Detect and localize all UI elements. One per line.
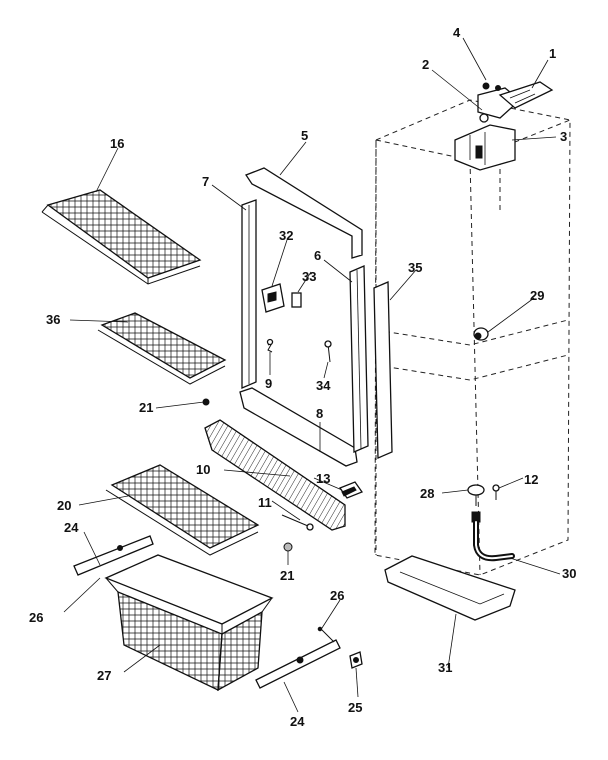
frame-part-7 (241, 199, 257, 389)
callout-10: 10 (196, 462, 210, 477)
part-13 (338, 481, 364, 499)
callout-6: 6 (314, 248, 321, 263)
callout-13: 13 (316, 471, 330, 486)
basket-27 (104, 554, 274, 692)
callout-29: 29 (530, 288, 544, 303)
callout-34: 34 (316, 378, 331, 393)
callout-16: 16 (110, 136, 124, 151)
callout-36: 36 (46, 312, 60, 327)
rail-part-24-left (73, 535, 154, 576)
thermostat-assembly (454, 81, 554, 171)
callout-21-upper: 21 (139, 400, 153, 415)
part-21-lower (283, 542, 293, 552)
callout-25: 25 (348, 700, 362, 715)
frame-part-35 (373, 281, 393, 459)
callout-32: 32 (279, 228, 293, 243)
callout-26-left: 26 (29, 610, 43, 625)
callout-35: 35 (408, 260, 422, 275)
shelf-36 (97, 312, 227, 385)
part-32 (261, 283, 285, 313)
part-28 (467, 484, 485, 523)
shelf-16 (41, 189, 202, 285)
callout-24-lower: 24 (290, 714, 305, 729)
callout-28: 28 (420, 486, 434, 501)
rail-part-24-lower (255, 639, 341, 689)
callout-24-left: 24 (64, 520, 79, 535)
callout-1: 1 (549, 46, 556, 61)
callout-3: 3 (560, 129, 567, 144)
callout-9: 9 (265, 376, 272, 391)
shelf-20 (105, 464, 260, 556)
part-9 (266, 338, 274, 353)
callout-21-lower: 21 (280, 568, 294, 583)
frame-part-6 (349, 265, 369, 453)
part-11 (281, 514, 314, 531)
callout-2: 2 (422, 57, 429, 72)
part-29 (473, 327, 489, 341)
callout-31: 31 (438, 660, 452, 675)
callout-4: 4 (453, 25, 461, 40)
part-12 (492, 484, 500, 500)
callout-26-lower: 26 (330, 588, 344, 603)
leader-lines (63, 37, 561, 713)
part-25 (349, 651, 363, 669)
drain-hose-30 (473, 519, 515, 562)
cabinet-outline (374, 99, 571, 576)
callout-11: 11 (258, 495, 272, 510)
callouts: 1 2 3 4 5 6 7 8 9 10 11 12 13 16 20 21 2… (29, 25, 576, 729)
callout-27: 27 (97, 668, 111, 683)
callout-20: 20 (57, 498, 71, 513)
callout-5: 5 (301, 128, 308, 143)
callout-7: 7 (202, 174, 209, 189)
frame-part-5 (245, 167, 363, 259)
callout-30: 30 (562, 566, 576, 581)
drain-pan-31 (384, 555, 516, 621)
callout-12: 12 (524, 472, 538, 487)
callout-8: 8 (316, 406, 323, 421)
part-34 (324, 340, 332, 363)
callout-33: 33 (302, 269, 316, 284)
part-26-lower (317, 626, 335, 643)
frame-part-8 (239, 387, 358, 467)
part-33 (291, 292, 302, 308)
